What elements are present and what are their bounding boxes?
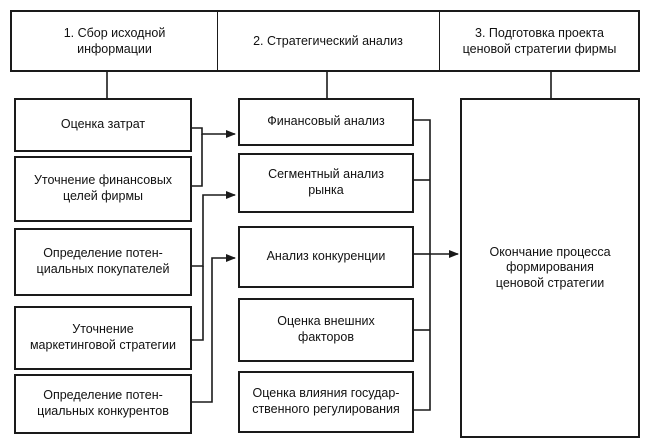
left-box-financial-goals: Уточнение финансовых целей фирмы: [14, 156, 192, 222]
left-box-competitors: Определение потен- циальных конкурентов: [14, 374, 192, 434]
line-marketing-to-segment: [192, 266, 204, 341]
middle-box-external-factors: Оценка внешних факторов: [238, 298, 414, 362]
left-box-marketing-label: Уточнение маркетинговой стратегии: [29, 322, 177, 352]
middle-box-segment-analysis-label: Сегментный анализ рынка: [268, 167, 384, 197]
right-box-final-stage-label: Окончание процесса формирования ценовой …: [489, 244, 611, 290]
middle-box-regulation-label: Оценка влияния государ- ственного регули…: [252, 386, 400, 416]
middle-box-competition-analysis-label: Анализ конкуренции: [266, 249, 386, 264]
middle-box-external-factors-label: Оценка внешних факторов: [277, 314, 375, 344]
phase-1-label: 1. Сбор исходной информации: [63, 25, 166, 56]
phase-2-label: 2. Стратегический анализ: [253, 33, 403, 48]
middle-box-segment-analysis: Сегментный анализ рынка: [238, 153, 414, 213]
left-box-competitors-label: Определение потен- циальных конкурентов: [37, 388, 169, 418]
phase-3-label: 3. Подготовка проекта ценовой стратегии …: [462, 25, 617, 56]
arrow-competitors-to-competition: [192, 254, 236, 403]
middle-box-financial-analysis-label: Финансовый анализ: [267, 114, 385, 129]
middle-collector-line: [414, 119, 431, 411]
middle-box-financial-analysis: Финансовый анализ: [238, 98, 414, 146]
middle-box-regulation: Оценка влияния государ- ственного регули…: [238, 371, 414, 433]
left-box-costs: Оценка затрат: [14, 98, 192, 152]
header-divider-1: [217, 12, 218, 70]
arrow-costs-to-financial: [192, 127, 236, 138]
phase-header: 1. Сбор исходной информации 2. Стратегич…: [10, 10, 640, 72]
left-box-financial-goals-label: Уточнение финансовых целей фирмы: [33, 173, 173, 203]
phase-1-header: 1. Сбор исходной информации: [12, 12, 217, 70]
left-box-marketing: Уточнение маркетинговой стратегии: [14, 306, 192, 370]
line-goals-to-financial: [192, 134, 203, 187]
header-divider-2: [439, 12, 440, 70]
right-box-final-stage: Окончание процесса формирования ценовой …: [460, 98, 640, 438]
middle-box-competition-analysis: Анализ конкуренции: [238, 226, 414, 288]
left-box-buyers: Определение потен- циальных покупателей: [14, 228, 192, 296]
left-box-buyers-label: Определение потен- циальных покупателей: [36, 246, 170, 276]
phase-2-header: 2. Стратегический анализ: [219, 12, 437, 70]
phase-3-header: 3. Подготовка проекта ценовой стратегии …: [441, 12, 638, 70]
left-box-costs-label: Оценка затрат: [60, 117, 146, 132]
arrow-buyers-to-segment: [192, 191, 236, 267]
